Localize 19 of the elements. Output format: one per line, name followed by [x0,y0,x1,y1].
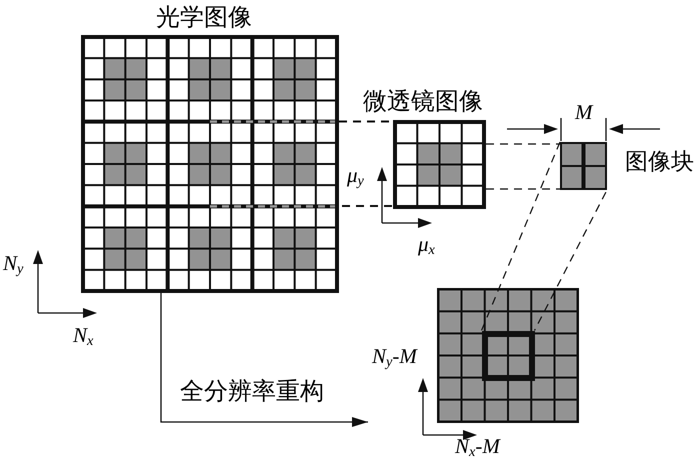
projection-line [339,205,393,207]
projection-line [486,188,560,190]
axis-label: N$_{x}$-M [455,436,500,457]
axis-label: μ$_{x}$ [418,234,435,255]
edge-label: 全分辨率重构 [180,379,324,403]
axis-label: N$_{y}$ [3,253,24,274]
projection-line [486,143,560,145]
axis-label: μ$_{y}$ [347,165,364,186]
dimension-label: M [575,102,592,123]
pixel-grid [437,288,579,423]
block-label: 图像块 [625,151,694,174]
axis-label: N$_{x}$ [73,325,94,346]
axis-label: N$_{y}$-M [372,346,417,367]
arrow [160,293,368,427]
image-title: 微透镜图像 [363,89,483,113]
highlight-square [482,330,534,380]
image-title: 光学图像 [156,5,252,29]
projection-line [480,142,561,331]
projection-line [534,190,608,331]
